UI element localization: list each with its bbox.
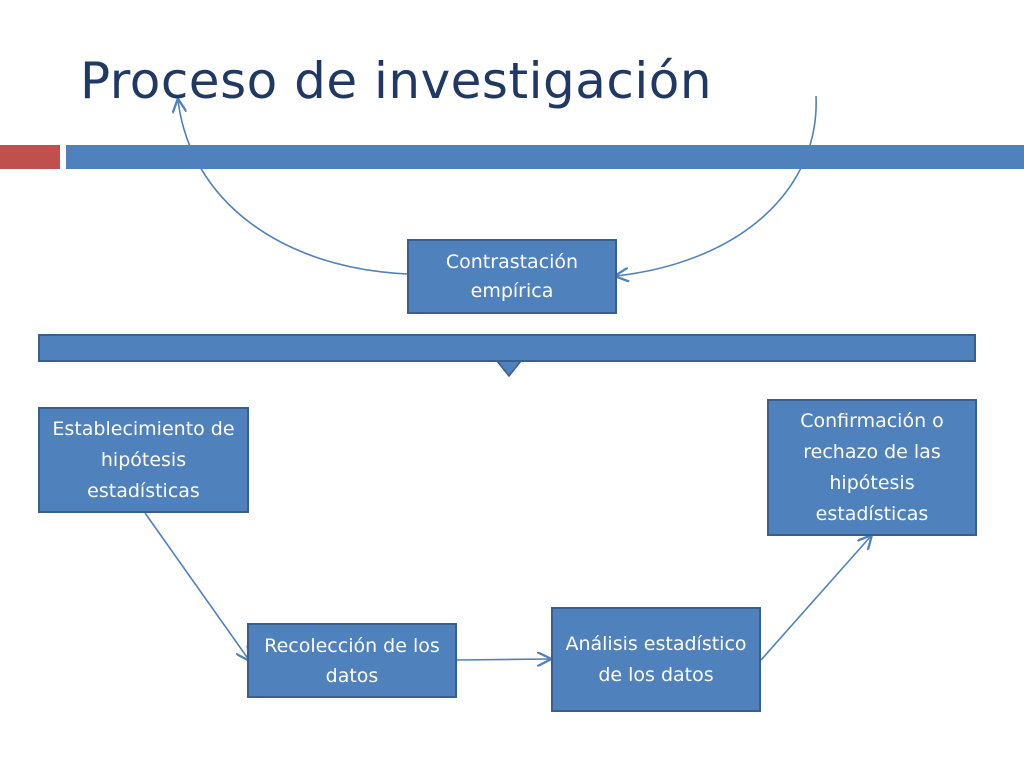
band-down-pointer [495,360,523,378]
arrow-establecimiento-to-recoleccion [144,512,249,660]
node-contrastacion-label: Contrastación empírica [445,250,579,302]
title-accent-blue-bar [66,145,1024,169]
node-recoleccion-datos: Recolección de los datos [247,623,457,698]
curved-arrow-to-title [178,100,408,275]
node-establecimiento-hipotesis: Establecimiento de hipótesis estadística… [38,407,249,513]
curved-arrow-to-contrastacion [616,95,817,276]
node-recoleccion-label: Recolección de los datos [264,634,440,687]
horizontal-band-bar [38,334,976,362]
node-analisis-estadistico: Análisis estadístico de los datos [551,607,761,712]
node-establecimiento-label: Establecimiento de hipótesis estadística… [52,417,235,502]
node-confirmacion-label: Confirmación o rechazo de las hipótesis … [800,409,944,525]
node-confirmacion-rechazo: Confirmación o rechazo de las hipótesis … [767,399,977,536]
title-accent-red-bar [0,145,60,169]
slide-title: Proceso de investigación [80,52,713,110]
arrow-recoleccion-to-analisis [456,659,550,660]
node-analisis-label: Análisis estadístico de los datos [565,632,747,686]
arrow-analisis-to-confirmacion [760,536,871,661]
node-contrastacion-empirica: Contrastación empírica [407,239,617,314]
